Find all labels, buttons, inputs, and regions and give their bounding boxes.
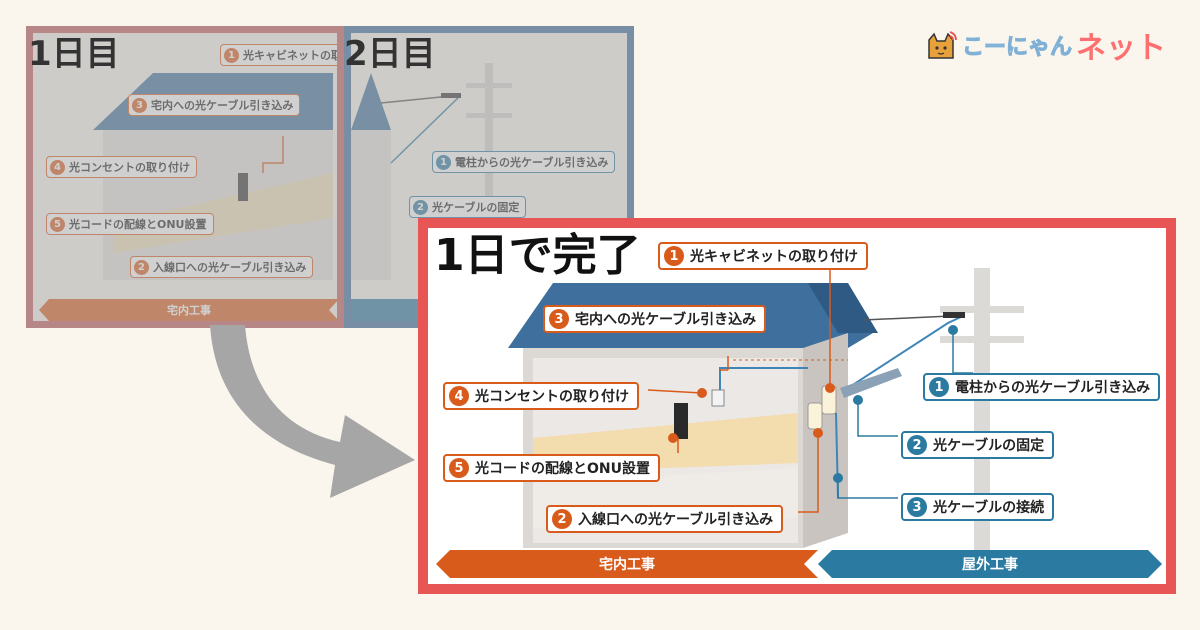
transition-arrow-icon — [210, 325, 415, 498]
day1-label-5: 光コードの配線とONU設置 — [69, 218, 207, 231]
step-label: 1 光キャビネットの取り付け — [220, 44, 337, 66]
label-entry-cable: 入線口への光ケーブル引き込み — [578, 512, 774, 528]
main-title: 1日で完了 — [428, 230, 647, 282]
label-pole-cable: 電柱からの光ケーブル引き込み — [955, 380, 1151, 396]
step-number-badge: 2 — [552, 509, 572, 529]
step-label: 2 入線口への光ケーブル引き込み — [546, 505, 784, 533]
label-cable-fix: 光ケーブルの固定 — [933, 438, 1045, 454]
label-cabinet-install: 光キャビネットの取り付け — [690, 249, 858, 265]
day1-label-1: 光キャビネットの取り付け — [243, 49, 337, 62]
day2-label-2: 光ケーブルの固定 — [432, 201, 520, 214]
step-number-badge: 5 — [50, 216, 65, 232]
step-label: 2 光ケーブルの固定 — [409, 196, 527, 218]
day1-label-4: 光コンセントの取り付け — [69, 161, 190, 174]
step-label: 2 入線口への光ケーブル引き込み — [130, 256, 314, 278]
day2-tag: 2日目 — [344, 34, 436, 74]
step-number-badge: 2 — [413, 199, 428, 215]
step-number-badge: 2 — [134, 259, 149, 275]
day1-banner-indoor: 宅内工事 — [39, 299, 337, 321]
brand-logo: こーにゃん ネット — [926, 28, 1166, 65]
logo-text-main: こーにゃん — [961, 34, 1073, 60]
step-label: 2 光ケーブルの固定 — [901, 431, 1055, 459]
step-label: 1 電柱からの光ケーブル引き込み — [923, 373, 1161, 401]
logo-text-accent: ネット — [1076, 32, 1167, 65]
step-label: 3 光ケーブルの接続 — [901, 493, 1055, 521]
step-number-badge: 1 — [436, 154, 451, 170]
day1-panel: 1 光キャビネットの取り付け 3 宅内への光ケーブル引き込み 4 光コンセントの取り付… — [26, 26, 344, 328]
step-number-badge: 5 — [449, 458, 469, 478]
label-cable-connect: 光ケーブルの接続 — [933, 500, 1045, 516]
step-label: 1 電柱からの光ケーブル引き込み — [432, 151, 616, 173]
label-onu-setup: 光コードの配線とONU設置 — [475, 461, 650, 477]
step-number-badge: 2 — [907, 435, 927, 455]
cat-icon — [928, 31, 957, 59]
step-number-badge: 1 — [224, 47, 239, 63]
step-number-badge: 3 — [132, 97, 147, 113]
step-number-badge: 4 — [449, 386, 469, 406]
label-outlet-install: 光コンセントの取り付け — [475, 389, 629, 405]
step-label: 4 光コンセントの取り付け — [443, 382, 639, 410]
step-label: 5 光コードの配線とONU設置 — [443, 454, 660, 482]
step-label: 4 光コンセントの取り付け — [46, 156, 197, 178]
day2-label-1: 電柱からの光ケーブル引き込み — [455, 156, 609, 169]
step-label: 3 宅内への光ケーブル引き込み — [543, 305, 767, 333]
banner-indoor-work: 宅内工事 — [436, 550, 818, 578]
day1-label-2: 入線口への光ケーブル引き込み — [153, 261, 307, 274]
step-label: 1 光キャビネットの取り付け — [658, 242, 868, 270]
day1-label-3: 宅内への光ケーブル引き込み — [151, 99, 294, 112]
step-number-badge: 3 — [549, 309, 569, 329]
banner-outdoor-work: 屋外工事 — [818, 550, 1162, 578]
step-number-badge: 1 — [664, 246, 684, 266]
step-label: 3 宅内への光ケーブル引き込み — [128, 94, 301, 116]
day1-tag: 1日目 — [28, 34, 120, 74]
main-panel: 1日で完了 1 光キャビネットの取り付け 3 宅内への光ケーブル引き込み 4 光コンセ… — [418, 218, 1176, 594]
step-label: 5 光コードの配線とONU設置 — [46, 213, 214, 235]
step-number-badge: 3 — [907, 497, 927, 517]
step-number-badge: 4 — [50, 159, 65, 175]
label-indoor-cable: 宅内への光ケーブル引き込み — [575, 312, 757, 328]
house-illustration — [508, 268, 1024, 558]
step-number-badge: 1 — [929, 377, 949, 397]
